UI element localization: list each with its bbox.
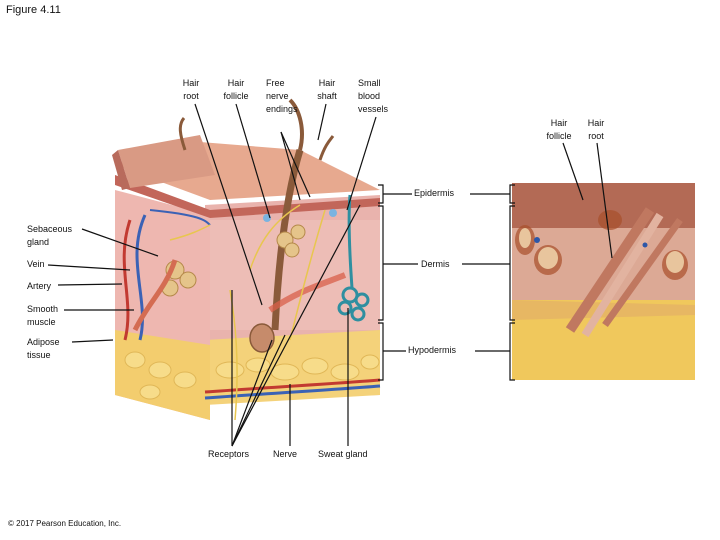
label-sebaceous-gland: Sebaceous gland [27, 224, 73, 247]
label-dermis: Dermis [421, 259, 450, 269]
label-hair-follicle: Hair follicle [223, 78, 249, 101]
label-micrograph-hair-follicle: Hair follicle [546, 118, 572, 141]
label-hair-shaft: Hair shaft [317, 78, 337, 101]
label-nerve: Nerve [273, 449, 298, 459]
label-artery: Artery [27, 281, 52, 291]
label-vein: Vein [27, 259, 45, 269]
label-adipose-tissue: Adipose tissue [27, 337, 60, 360]
label-micrograph-hair-root: Hair root [587, 118, 605, 141]
label-epidermis: Epidermis [414, 188, 455, 198]
figure-title: Figure 4.11 [6, 4, 61, 16]
label-receptors: Receptors [208, 449, 250, 459]
label-smooth-muscle: Smooth muscle [27, 304, 59, 327]
label-hypodermis: Hypodermis [408, 345, 457, 355]
skin-block-illustration [112, 98, 381, 421]
label-free-nerve-endings: Free nerve endings [266, 78, 298, 114]
label-hair-root: Hair root [182, 78, 200, 101]
leader-lines [47, 103, 613, 447]
skin-micrograph [512, 183, 695, 380]
layer-brackets [378, 184, 515, 381]
label-small-blood-vessels: Small blood vessels [358, 78, 389, 114]
copyright-notice: © 2017 Pearson Education, Inc. [8, 519, 122, 528]
label-sweat-gland: Sweat gland [318, 449, 368, 459]
